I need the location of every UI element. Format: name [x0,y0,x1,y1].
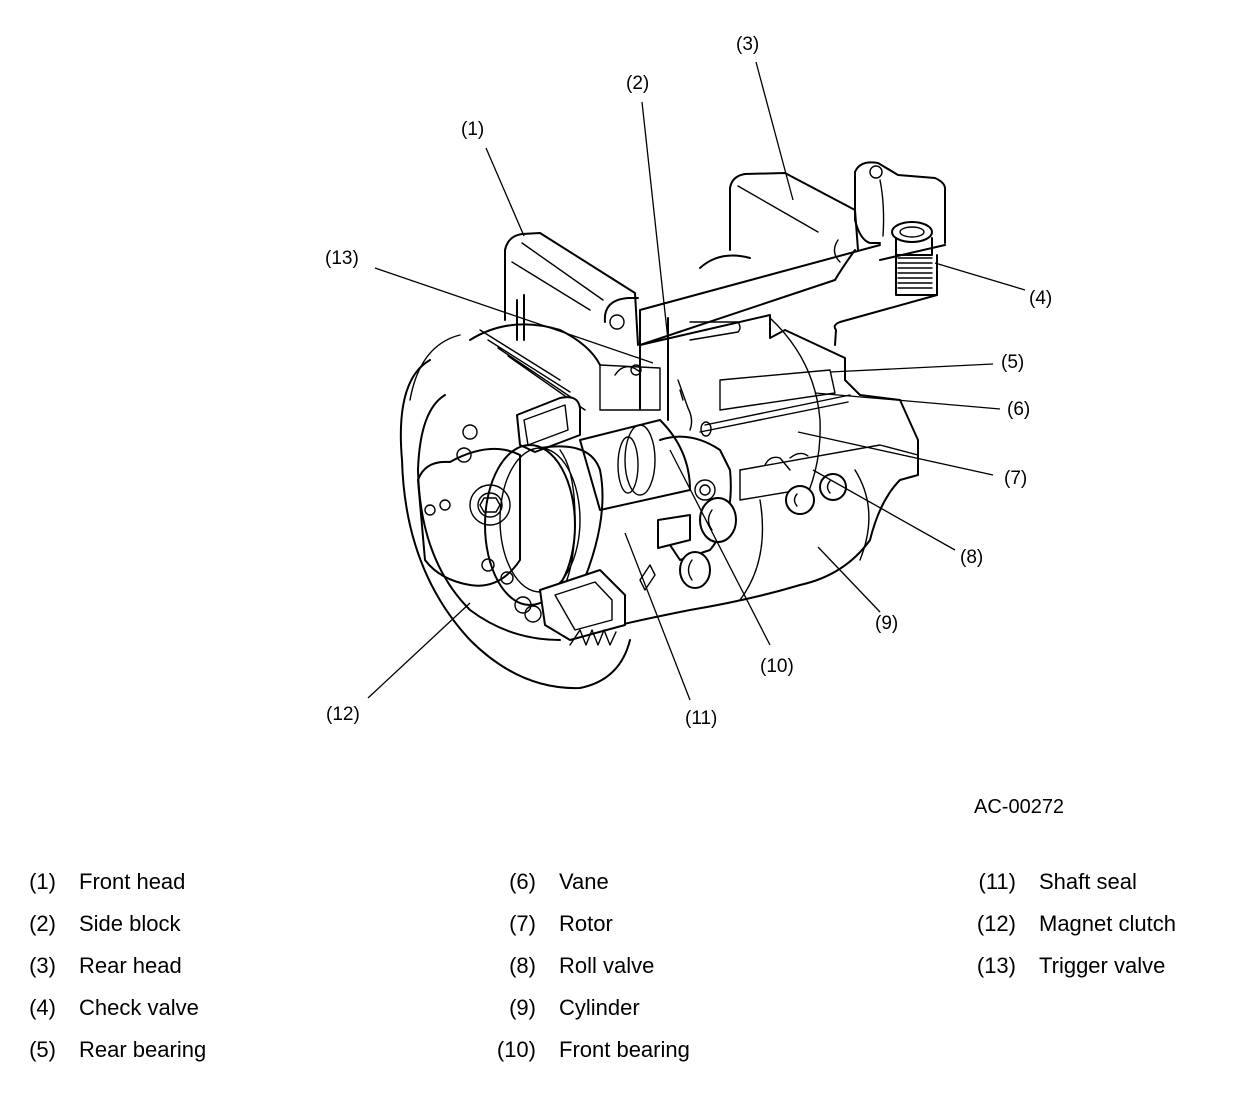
callout-13: (13) [325,248,359,269]
legend-label: Shaft seal [1039,869,1137,894]
leader-line-9 [817,546,881,613]
callout-11: (11) [685,708,718,729]
leader-line-5 [829,363,994,373]
legend-number: (8) [509,953,536,978]
legend-label: Cylinder [559,995,640,1020]
rear-head-drawing [639,161,947,346]
legend-label: Rear bearing [79,1037,207,1062]
legend-number: (10) [496,1037,536,1062]
callout-9: (9) [875,613,899,634]
leader-line-4 [934,262,1026,291]
leader-line-1 [485,147,525,237]
front-bearing-drawing [579,419,737,591]
legend-number: (6) [509,869,536,894]
legend-label: Trigger valve [1039,953,1166,978]
legend-number: (9) [509,995,536,1020]
check-valve-drawing [833,221,938,346]
callout-5: (5) [1001,352,1025,373]
compressor-illustration [367,61,1026,701]
callout-12: (12) [326,704,360,725]
callout-3: (3) [736,34,760,55]
callout-10: (10) [760,656,794,677]
leader-lines [367,61,1026,701]
legend-label: Check valve [79,995,199,1020]
legend-number: (11) [978,869,1017,894]
leader-line-8 [812,469,956,551]
legend-number: (1) [29,869,56,894]
leader-line-11 [624,532,691,701]
legend-number: (3) [29,953,56,978]
legend-number: (5) [29,1037,56,1062]
legend-number: (12) [976,911,1016,936]
callout-6: (6) [1007,399,1031,420]
legend-number: (7) [509,911,536,936]
callout-8: (8) [960,547,984,568]
legend-label: Front head [79,869,186,894]
callout-1: (1) [461,119,485,140]
compressor-diagram: (1) (2) (3) (4) (5) (6) (7) (8) (9) (10)… [325,34,1053,729]
callout-4: (4) [1029,288,1053,309]
callout-2: (2) [626,73,650,94]
callout-7: (7) [1004,468,1028,489]
legend-label: Side block [79,911,181,936]
leader-line-13 [374,267,654,364]
legend-label: Vane [559,869,609,894]
legend-label: Front bearing [559,1037,690,1062]
legend-label: Rear head [79,953,182,978]
leader-line-10 [669,449,771,646]
figure-id: AC-00272 [974,796,1065,818]
legend-label: Magnet clutch [1039,911,1176,936]
leader-line-2 [641,101,669,341]
front-head-drawing [504,232,641,346]
magnet-clutch-drawing [399,323,631,690]
leader-line-3 [755,61,794,201]
legend-number: (13) [976,953,1016,978]
legend-number: (4) [29,995,56,1020]
leader-line-12 [367,602,471,699]
cylinder-drawing [619,314,919,626]
legend-label: Rotor [559,911,613,936]
leader-line-7 [797,431,994,476]
leader-line-6 [814,392,1001,410]
legend-number: (2) [29,911,56,936]
legend-label: Roll valve [559,953,655,978]
